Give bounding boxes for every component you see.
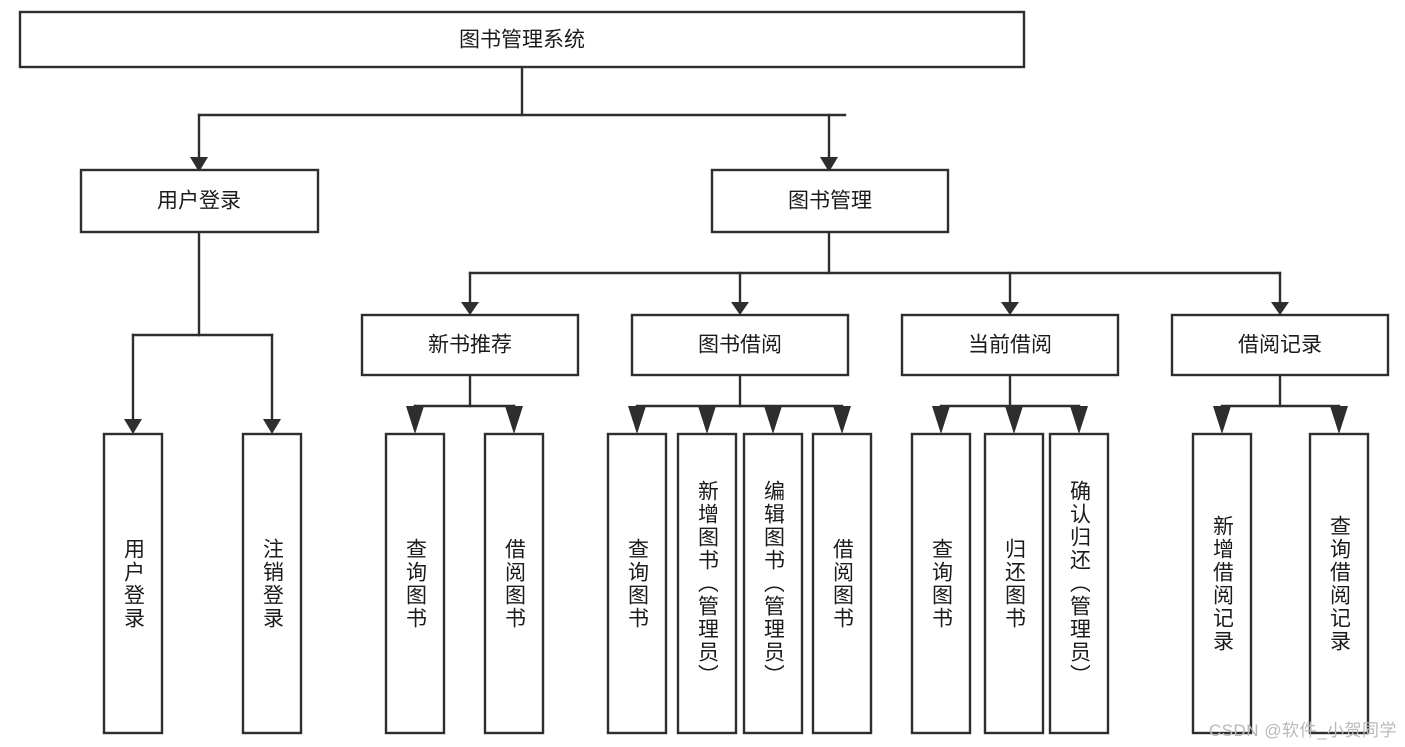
- node-user-login-box[interactable]: [79, 168, 320, 234]
- arrowhead-leaf-query-book-2: [628, 406, 646, 434]
- arrowhead-book-borrow: [731, 302, 749, 315]
- node-borrow-record-box[interactable]: [1170, 313, 1390, 377]
- arrowhead-leaf-return-book: [1005, 406, 1023, 434]
- arrowhead-leaf-borrow-book-1: [505, 406, 523, 434]
- arrowhead-leaf-add-record: [1213, 406, 1231, 434]
- leaf-borrow-book-1-box[interactable]: [483, 432, 545, 735]
- arrowhead-user-login: [190, 157, 208, 172]
- watermark-text: CSDN @软件_小贺同学: [1208, 721, 1397, 740]
- leaf-return-book-box[interactable]: [983, 432, 1045, 735]
- arrowhead-leaf-edit-book: [764, 406, 782, 434]
- arrowhead-book-mgmt: [820, 157, 838, 172]
- leaf-query-book-2-box[interactable]: [606, 432, 668, 735]
- node-current-borrow-box[interactable]: [900, 313, 1120, 377]
- nodes-layer: 图书管理系统 用户登录 图书管理 新书推荐 图书借阅 当前借阅 借阅记录: [18, 10, 1390, 377]
- node-book-borrow-label: 图书借阅: [698, 334, 782, 357]
- arrowhead-leaf-borrow-book-2: [833, 406, 851, 434]
- node-book-mgmt-box[interactable]: [710, 168, 950, 234]
- node-book-borrow-box[interactable]: [630, 313, 850, 377]
- arrowhead-new-book-rec: [461, 302, 479, 315]
- arrowhead-leaf-query-record: [1330, 406, 1348, 434]
- leaf-query-book-1-box[interactable]: [384, 432, 446, 735]
- leaf-add-record-box[interactable]: [1191, 432, 1253, 735]
- leaf-logout-box[interactable]: [241, 432, 303, 735]
- arrowhead-leaf-query-book-3: [932, 406, 950, 434]
- node-new-book-rec-label: 新书推荐: [428, 334, 512, 357]
- arrowhead-leaf-confirm-return: [1070, 406, 1088, 434]
- leaf-query-record-box[interactable]: [1308, 432, 1370, 735]
- leaf-user-login-box[interactable]: [102, 432, 164, 735]
- arrowhead-leaf-user-login: [124, 419, 142, 434]
- arrowhead-leaf-query-book-1: [406, 406, 424, 434]
- node-borrow-record-label: 借阅记录: [1238, 334, 1322, 357]
- arrowhead-current-borrow: [1001, 302, 1019, 315]
- arrowhead-leaf-add-book: [698, 406, 716, 434]
- edges-layer: [124, 65, 1348, 434]
- node-current-borrow-label: 当前借阅: [968, 334, 1052, 357]
- leaf-edit-book-box[interactable]: [742, 432, 804, 735]
- node-book-mgmt-label: 图书管理: [788, 190, 872, 213]
- arrowhead-leaf-logout: [263, 419, 281, 434]
- arrowhead-borrow-record: [1271, 302, 1289, 315]
- leaf-query-book-3-box[interactable]: [910, 432, 972, 735]
- node-root-box[interactable]: [18, 10, 1026, 69]
- leaf-borrow-book-2-box[interactable]: [811, 432, 873, 735]
- leaf-confirm-return-box[interactable]: [1048, 432, 1110, 735]
- node-root-label: 图书管理系统: [459, 29, 585, 52]
- node-user-login-label: 用户登录: [157, 190, 241, 213]
- leaf-add-book-box[interactable]: [676, 432, 738, 735]
- node-new-book-rec-box[interactable]: [360, 313, 580, 377]
- leaf-nodes-layer: [102, 432, 1370, 735]
